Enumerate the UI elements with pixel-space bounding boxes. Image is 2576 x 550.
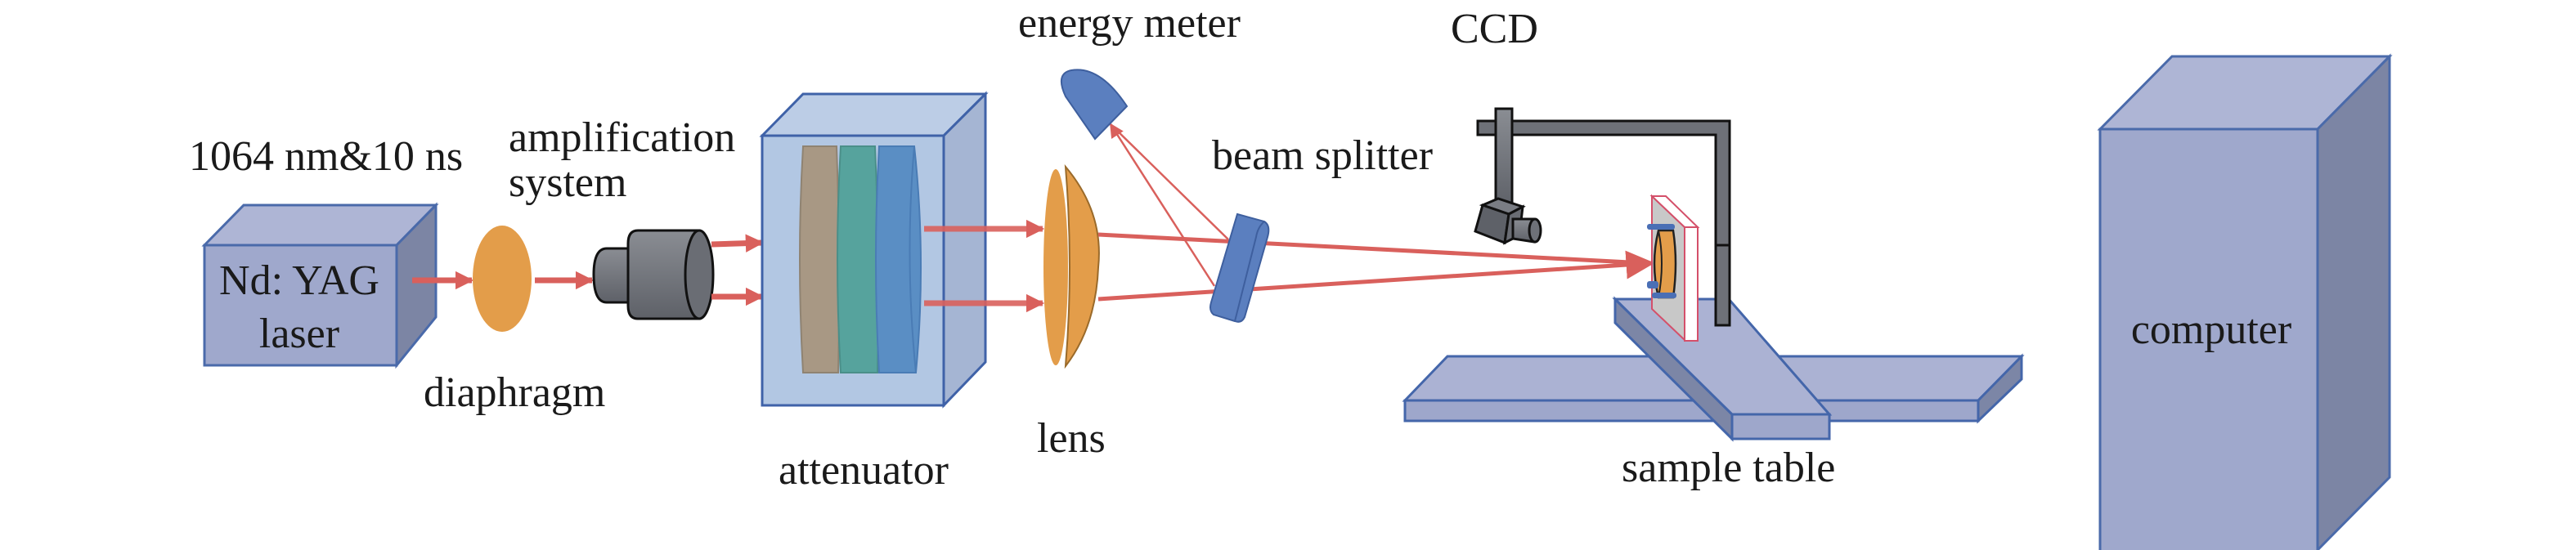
attenuator-label: attenuator bbox=[779, 447, 949, 494]
lens-label: lens bbox=[1037, 415, 1106, 462]
laser-box-front bbox=[203, 244, 398, 367]
attenuator-filter-green bbox=[837, 145, 879, 373]
beam-splitter-edge bbox=[1234, 221, 1265, 322]
lens-right-element bbox=[1064, 163, 1100, 369]
table-base-side bbox=[1977, 353, 2023, 424]
table-base-front bbox=[1403, 399, 1980, 423]
amplification-label-line2: system bbox=[509, 159, 626, 206]
attenuator-side bbox=[942, 91, 987, 409]
laser-label-line1: Nd: YAG bbox=[219, 257, 379, 304]
camera-lens-front bbox=[1528, 217, 1542, 244]
table-slide-front bbox=[1730, 413, 1831, 440]
sample-holder-front-edge bbox=[1684, 226, 1699, 342]
computer-side bbox=[2316, 53, 2391, 550]
laser-box: Nd: YAG laser bbox=[201, 202, 439, 369]
computer-label: computer bbox=[2131, 306, 2291, 353]
energy-meter-label: energy meter bbox=[1018, 0, 1241, 47]
amplifier-end-face bbox=[684, 229, 715, 320]
beam-splitter-shape bbox=[1209, 212, 1270, 323]
beam-arrow-amplifier-upper bbox=[711, 234, 765, 253]
amplifier-small-cylinder bbox=[592, 247, 631, 304]
beam-reflect-lower bbox=[1109, 123, 1216, 287]
amplifier-large-cylinder bbox=[626, 229, 701, 320]
attenuator-filter-tan bbox=[799, 145, 841, 373]
lens-left-element bbox=[1043, 169, 1068, 365]
gantry-leg bbox=[1714, 244, 1731, 327]
sample-table-label: sample table bbox=[1622, 445, 1835, 491]
computer-front bbox=[2098, 127, 2319, 550]
beam-focus-upper bbox=[1097, 232, 1646, 266]
energy-meter-shape bbox=[1060, 69, 1129, 141]
amplification-system bbox=[592, 229, 715, 320]
attenuator-filter-edge bbox=[909, 145, 917, 373]
beam-splitter bbox=[1209, 212, 1270, 323]
attenuator bbox=[759, 91, 989, 409]
sample-table bbox=[1402, 194, 2025, 442]
laser-spec-label: 1064 nm&10 ns bbox=[189, 133, 463, 180]
sample-clip-bottom-left bbox=[1647, 281, 1658, 288]
beam-focus-lower bbox=[1097, 250, 1655, 302]
diaphragm-shape bbox=[473, 226, 532, 332]
sample-clip-top bbox=[1647, 224, 1675, 230]
laser-label-line2: laser bbox=[259, 311, 339, 357]
beam-splitter-label: beam splitter bbox=[1212, 132, 1433, 179]
ccd-label: CCD bbox=[1451, 6, 1538, 52]
attenuator-filter-blue bbox=[875, 145, 922, 373]
sample-disk-edge bbox=[1658, 230, 1663, 298]
diaphragm-label: diaphragm bbox=[424, 369, 605, 416]
amplification-label-line1: amplification bbox=[509, 114, 735, 161]
computer-box: computer bbox=[2097, 53, 2393, 550]
sample-clip-bottom bbox=[1652, 293, 1676, 298]
beam-reflect-upper bbox=[1110, 123, 1229, 240]
camera-post bbox=[1494, 107, 1514, 208]
lens bbox=[1043, 163, 1100, 369]
